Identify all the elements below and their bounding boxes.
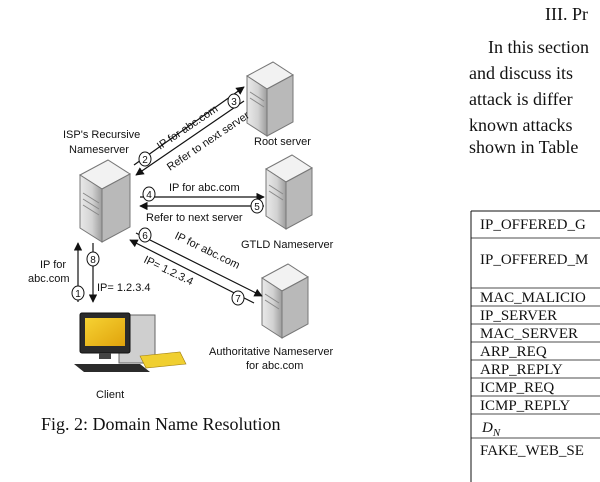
dn-symbol: D	[481, 420, 493, 436]
arrows	[73, 86, 265, 304]
step-5-marker: 5	[250, 198, 264, 214]
paragraph-line-5: shown in Table	[469, 137, 578, 157]
table-row: IP_OFFERED_G	[480, 217, 586, 233]
step-7-number: 7	[235, 294, 241, 305]
root-server-label: Root server	[254, 136, 311, 148]
paragraph-line-4: known attacks	[469, 115, 572, 135]
step-3-number: 3	[231, 97, 237, 108]
step-4-marker: 4	[142, 186, 156, 202]
step-8-number: 8	[90, 255, 96, 266]
label-arrow-4: IP for abc.com	[169, 182, 240, 194]
gtld-nameserver-icon	[265, 154, 313, 230]
label-arrow-1-line2: abc.com	[28, 273, 70, 285]
authoritative-nameserver-label-line1: Authoritative Nameserver	[209, 346, 333, 358]
step-3-marker: 3	[227, 93, 241, 109]
step-7-marker: 7	[231, 290, 245, 306]
table-row: ICMP_REQ	[480, 380, 554, 396]
label-arrow-6: IP for abc.com	[173, 230, 242, 272]
client-computer-icon	[74, 312, 187, 372]
arrow-3	[135, 100, 245, 176]
recursive-nameserver-icon	[79, 159, 131, 243]
arrow-2	[133, 86, 245, 166]
label-arrow-5: Refer to next server	[146, 212, 243, 224]
table-row: IP_OFFERED_M	[480, 252, 588, 268]
step-6-number: 6	[142, 231, 148, 242]
step-6-marker: 6	[138, 227, 152, 243]
arrow-7	[129, 239, 255, 304]
table-row-dn: DN	[481, 420, 501, 439]
gtld-nameserver-label: GTLD Nameserver	[241, 239, 334, 251]
root-server-icon	[246, 61, 294, 137]
label-arrow-8: IP= 1.2.3.4	[97, 282, 151, 294]
section-heading: III. Pr	[545, 4, 588, 24]
table-row: ARP_REQ	[480, 344, 547, 360]
step-2-marker: 2	[138, 151, 152, 167]
step-8-marker: 8	[86, 251, 100, 267]
table-row: FAKE_WEB_SE	[480, 443, 584, 459]
partial-table	[470, 210, 600, 482]
table-row: IP_SERVER	[480, 308, 557, 324]
authoritative-nameserver-label-line2: for abc.com	[246, 360, 303, 372]
table-row: MAC_MALICIO	[480, 290, 586, 306]
step-4-number: 4	[146, 190, 152, 201]
recursive-nameserver-label-line1: ISP's Recursive	[63, 129, 140, 141]
table-row: ARP_REPLY	[480, 362, 563, 378]
dn-subscript: N	[492, 427, 501, 439]
arrow-6	[135, 232, 263, 297]
label-arrow-1-line1: IP for	[40, 259, 66, 271]
client-label: Client	[96, 389, 124, 401]
recursive-nameserver-label-line2: Nameserver	[69, 144, 129, 156]
step-5-number: 5	[254, 202, 260, 213]
table-row: ICMP_REPLY	[480, 398, 570, 414]
step-2-number: 2	[142, 155, 148, 166]
step-1-marker: 1	[71, 285, 85, 301]
authoritative-nameserver-icon	[261, 263, 309, 339]
paragraph-line-2: and discuss its	[469, 63, 573, 83]
table-row: MAC_SERVER	[480, 326, 578, 342]
paragraph-line-3: attack is differ	[469, 89, 573, 109]
step-1-number: 1	[75, 289, 81, 300]
figure-caption: Fig. 2: Domain Name Resolution	[41, 414, 280, 434]
step-markers: 1 2 3 4 5 6 7 8	[71, 93, 264, 306]
paragraph-line-1: In this section	[488, 37, 589, 57]
